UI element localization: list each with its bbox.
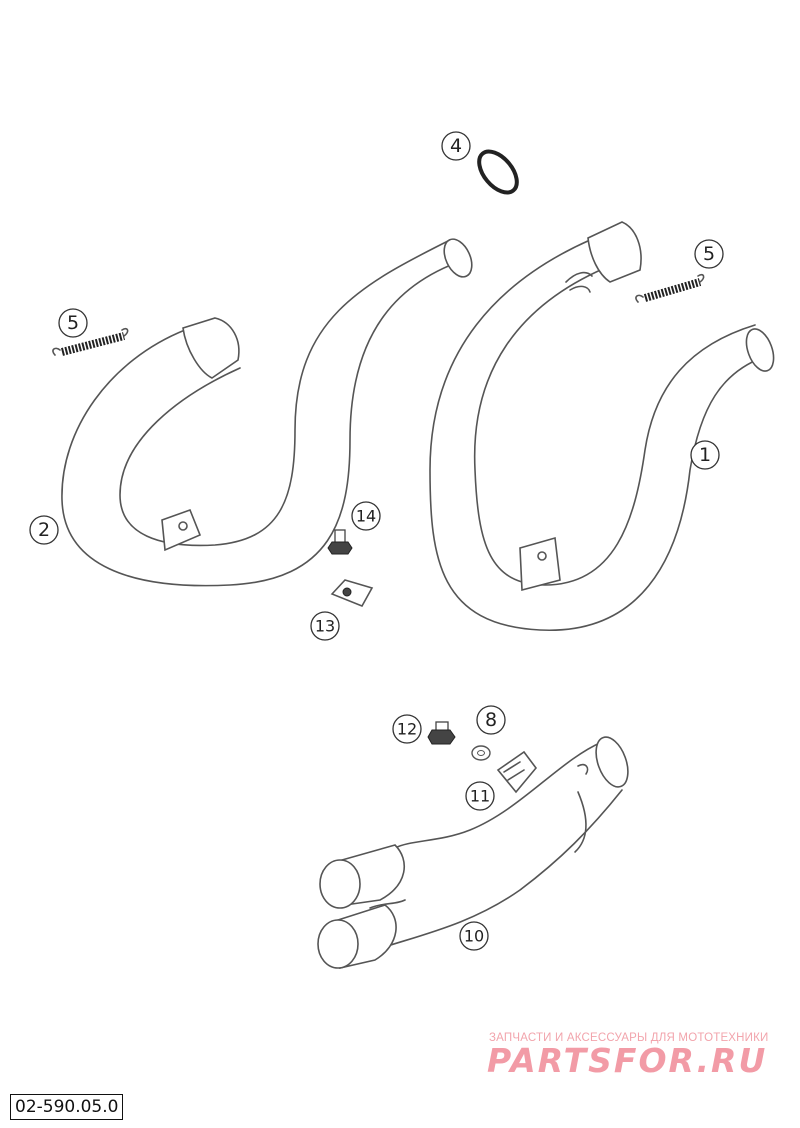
callout-1: 1 — [690, 440, 720, 470]
callout-2: 2 — [29, 515, 59, 545]
header-pipe-right — [429, 221, 775, 631]
callout-8: 8 — [476, 705, 506, 735]
callout-5-right: 5 — [694, 239, 724, 269]
svg-text:10: 10 — [464, 927, 484, 946]
callout-11: 11 — [465, 781, 495, 811]
svg-text:2: 2 — [38, 519, 50, 541]
callout-5-left: 5 — [58, 308, 88, 338]
callout-4: 4 — [441, 131, 471, 161]
svg-text:1: 1 — [699, 444, 711, 466]
svg-text:4: 4 — [450, 135, 462, 157]
gasket — [477, 149, 519, 195]
svg-text:11: 11 — [470, 787, 490, 806]
svg-text:5: 5 — [67, 312, 79, 334]
svg-text:14: 14 — [356, 507, 376, 526]
spring-left — [52, 327, 129, 356]
watermark-logo: PARTSFOR.RU — [487, 1041, 767, 1080]
washer — [471, 745, 491, 761]
watermark-subtitle: ЗАПЧАСТИ И АКСЕССУАРЫ ДЛЯ МОТОТЕХНИКИ — [489, 1032, 769, 1044]
callout-10: 10 — [459, 921, 489, 951]
bolt — [327, 529, 353, 555]
drawing-number: 02-590.05.0 — [10, 1094, 124, 1120]
y-pipe — [317, 736, 629, 969]
svg-text:13: 13 — [315, 617, 335, 636]
callout-13: 13 — [310, 611, 340, 641]
svg-text:8: 8 — [485, 709, 497, 731]
bolt-small — [427, 721, 456, 745]
svg-text:12: 12 — [397, 720, 417, 739]
spring-right — [635, 273, 705, 303]
header-pipe-left — [61, 238, 473, 587]
callout-14: 14 — [351, 501, 381, 531]
svg-text:5: 5 — [703, 243, 715, 265]
callout-12: 12 — [392, 714, 422, 744]
clip-nut — [330, 579, 374, 608]
clamp-clip — [496, 750, 538, 794]
